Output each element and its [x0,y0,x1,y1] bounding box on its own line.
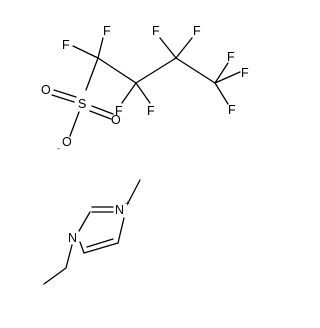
bond-c1-f-top [97,37,104,59]
fluorine-label: F [62,38,70,52]
bond-c1-s [85,57,99,91]
sulfur-label: S [78,97,86,111]
cation-bonds [43,179,141,285]
fluorine-label: F [103,24,111,38]
fluorine-label: F [228,103,236,117]
fluorine-label: F [193,24,201,38]
bond-c1-c2 [97,57,137,84]
bond-c4-c5-a [83,242,119,254]
oxygen-label: O [41,83,51,97]
bond-n3-c4 [117,217,125,244]
bond-c4-c5-b [86,238,114,248]
bond-c2-f-right [135,82,151,104]
chemical-structure: F F F F F F F F F S O O O - N + N [41,24,249,285]
bond-s-o-left-a [53,89,77,98]
fluorine-label: F [147,104,155,118]
anion-bonds [51,37,241,137]
bond-c2-f-left [121,82,137,104]
bond-s-o-right-b [89,110,112,120]
fluorine-label: F [227,50,235,64]
bond-c2-c3 [135,57,177,84]
bond-c4-f-top [214,62,229,84]
bond-s-o-right-a [91,105,114,115]
bond-n3-methyl [127,179,141,204]
fluorine-label: F [152,24,160,38]
positive-charge: + [125,198,130,208]
anion-atoms: F F F F F F F F F S O O O - [41,24,249,153]
bond-ethyl-ch2-ch3 [43,267,67,285]
nitrogen-label: N [115,203,124,217]
bond-c4-f-right [214,71,241,84]
bond-c3-c4 [175,57,216,84]
bond-n1-c5 [79,241,85,254]
bond-c3-f-right [175,37,193,59]
bond-c2-n1 [78,211,91,232]
cation-atoms: N + N [68,198,130,245]
bond-s-o-left-b [51,94,75,103]
structure-drawing: F F F F F F F F F S O O O - N + N [41,24,249,285]
bond-c4-f-bottom [214,82,229,105]
fluorine-label: F [241,66,249,80]
bond-s-o-bottom [69,111,80,137]
bond-n1-ethyl-ch2 [65,244,73,269]
nitrogen-label: N [68,231,77,245]
oxygen-label: O [111,113,121,127]
oxygen-label: O [62,135,72,149]
bond-c1-f-left [72,45,99,59]
fluorine-label: F [115,104,123,118]
negative-charge: - [57,143,60,153]
bond-c3-f-left [159,37,177,59]
